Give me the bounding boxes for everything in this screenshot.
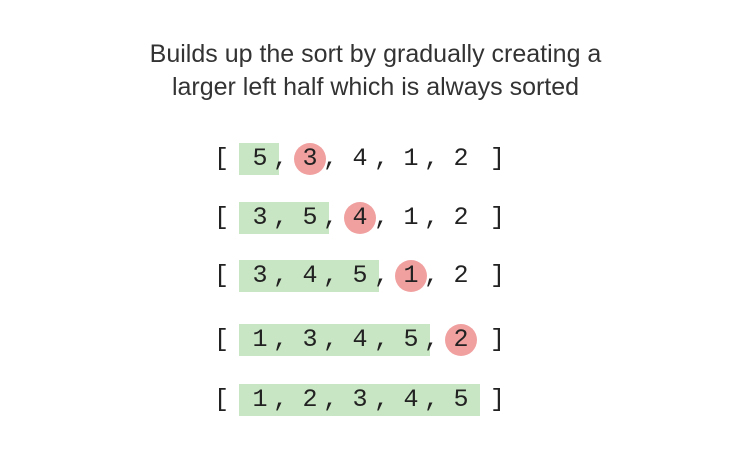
comma-separator: , (424, 325, 440, 354)
comma-separator: , (323, 144, 339, 173)
array-value: 3 (302, 325, 318, 354)
comma-separator: , (323, 261, 339, 290)
title-line-1: Builds up the sort by gradually creating… (149, 40, 602, 68)
array-value: 5 (302, 203, 318, 232)
array-value: 2 (453, 203, 469, 232)
sorted-region-highlight (239, 143, 279, 175)
array-value: 4 (352, 203, 368, 232)
comma-separator: , (323, 385, 339, 414)
array-value: 1 (403, 203, 419, 232)
array-value: 1 (252, 385, 268, 414)
sort-step-row: [3,5,4,1,2] (0, 198, 751, 238)
sorted-region-highlight (239, 260, 379, 292)
array-value: 2 (302, 385, 318, 414)
close-bracket: ] (490, 144, 506, 173)
comma-separator: , (374, 261, 390, 290)
comma-separator: , (323, 203, 339, 232)
comma-separator: , (273, 325, 289, 354)
comma-separator: , (424, 261, 440, 290)
open-bracket: [ (214, 203, 230, 232)
comma-separator: , (374, 203, 390, 232)
close-bracket: ] (490, 385, 506, 414)
comma-separator: , (273, 144, 289, 173)
sort-step-row: [1,3,4,5,2] (0, 320, 751, 360)
comma-separator: , (424, 144, 440, 173)
array-value: 4 (352, 144, 368, 173)
array-value: 2 (453, 325, 469, 354)
array-value: 5 (403, 325, 419, 354)
array-value: 4 (403, 385, 419, 414)
open-bracket: [ (214, 144, 230, 173)
sort-step-row: [3,4,5,1,2] (0, 256, 751, 296)
array-value: 4 (352, 325, 368, 354)
array-value: 5 (252, 144, 268, 173)
sort-step-row: [1,2,3,4,5] (0, 380, 751, 420)
comma-separator: , (374, 144, 390, 173)
comma-separator: , (273, 203, 289, 232)
sorted-region-highlight (239, 324, 430, 356)
comma-separator: , (273, 261, 289, 290)
open-bracket: [ (214, 261, 230, 290)
array-value: 2 (453, 144, 469, 173)
current-element-marker (395, 260, 427, 292)
close-bracket: ] (490, 261, 506, 290)
open-bracket: [ (214, 325, 230, 354)
array-value: 5 (352, 261, 368, 290)
array-value: 1 (403, 144, 419, 173)
sorted-region-highlight (239, 202, 329, 234)
open-bracket: [ (214, 385, 230, 414)
array-value: 3 (252, 203, 268, 232)
comma-separator: , (424, 203, 440, 232)
array-value: 3 (252, 261, 268, 290)
comma-separator: , (424, 385, 440, 414)
array-value: 3 (302, 144, 318, 173)
title-line-2: larger left half which is always sorted (171, 73, 580, 101)
current-element-marker (344, 202, 376, 234)
array-value: 2 (453, 261, 469, 290)
sorted-region-highlight (239, 384, 480, 416)
current-element-marker (445, 324, 477, 356)
array-value: 4 (302, 261, 318, 290)
comma-separator: , (273, 385, 289, 414)
comma-separator: , (323, 325, 339, 354)
array-value: 1 (403, 261, 419, 290)
array-value: 1 (252, 325, 268, 354)
close-bracket: ] (490, 325, 506, 354)
sort-step-row: [5,3,4,1,2] (0, 139, 751, 179)
comma-separator: , (374, 385, 390, 414)
current-element-marker (294, 143, 326, 175)
array-value: 5 (453, 385, 469, 414)
comma-separator: , (374, 325, 390, 354)
close-bracket: ] (490, 203, 506, 232)
array-value: 3 (352, 385, 368, 414)
slide-title: Builds up the sort by gradually creating… (0, 38, 751, 104)
